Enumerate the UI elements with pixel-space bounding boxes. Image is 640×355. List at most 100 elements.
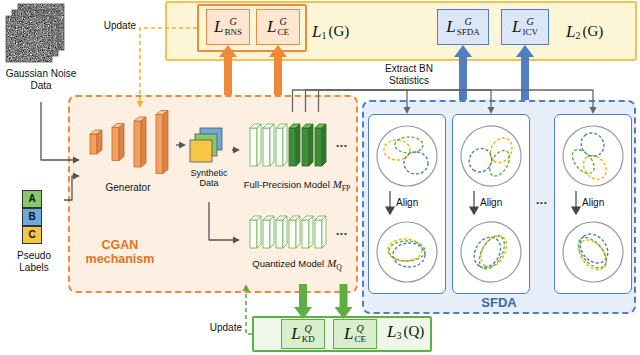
loss-term-box: LGSFDA (437, 9, 489, 45)
loss-superscript: G (277, 17, 289, 27)
arrowhead (269, 45, 287, 57)
arrowhead (233, 147, 240, 154)
quantized-layers-part (315, 220, 322, 248)
block-arrow-shaft (274, 56, 282, 95)
text-holder: Align (582, 197, 628, 209)
full-precision-layers-part-part (322, 124, 326, 166)
text-holder: Pseudo Labels (4, 250, 64, 273)
quantized-layers-part (276, 220, 283, 248)
loss-symbol: L (512, 17, 521, 37)
loss-term-box: LGBNS (206, 9, 250, 45)
connector (454, 45, 472, 100)
script-stack: QCE (354, 324, 366, 344)
script-stack: GICV (522, 17, 538, 37)
connector (209, 202, 240, 244)
distribution-circles-part (450, 211, 532, 293)
distribution-circles-part (377, 126, 437, 186)
loss-superscript: G (224, 17, 242, 27)
block-arrow-shaft (521, 56, 529, 100)
full-precision-layers-part-part (250, 128, 257, 166)
connector (306, 90, 495, 114)
loss-argument: (G) (328, 23, 349, 40)
arrowhead (73, 173, 80, 180)
text-holder: Quantized ModelMQ (240, 257, 354, 270)
connector (64, 173, 80, 201)
text-holder: Synthetic Data (186, 168, 232, 189)
text-holder: Generator (80, 182, 176, 194)
model-name: Quantized Model (252, 258, 324, 269)
script-stack: GBNS (224, 17, 242, 37)
loss-superscript: Q (354, 324, 366, 334)
loss-subscript: ICV (522, 28, 538, 37)
align-arrows (386, 191, 580, 214)
node-label: Synthetic Data (186, 168, 232, 189)
loss-index: 2 (575, 30, 580, 42)
model-subscript: FP (342, 184, 350, 193)
quantized-layers-part (309, 216, 313, 248)
connector (176, 142, 186, 149)
node-label: Pseudo Labels (4, 250, 64, 273)
arrowhead (404, 107, 411, 114)
connector-line (293, 90, 408, 112)
loss-superscript: G (522, 17, 538, 27)
quantized-layers-part (322, 216, 326, 248)
text-holder: LQCE (334, 320, 376, 348)
quantized-layers-part (270, 216, 274, 248)
loss-symbol: L (387, 322, 396, 342)
loss-term-box: LGCE (256, 9, 300, 45)
arrowhead (488, 107, 495, 114)
full-precision-layers-part-part (263, 128, 270, 166)
noise-images (6, 4, 64, 62)
loss-symbol: L (214, 17, 223, 37)
connector (319, 90, 597, 114)
loss-term-box: LQKD (281, 319, 325, 349)
full-precision-layers-part-part (315, 128, 322, 166)
quantized-layers-part (302, 220, 309, 248)
text-holder: SFDA (362, 296, 636, 311)
loss-argument: (G) (582, 23, 603, 40)
text-holder: C (23, 227, 41, 243)
label-square: B (22, 208, 42, 226)
loss-band: L2(G)L1(G)LGBNSLGCELGSFDALGICV (165, 1, 637, 61)
connector (219, 45, 237, 95)
model-name: Full-Precision Model (244, 179, 330, 190)
quantized-layers-part (289, 220, 296, 248)
model-symbol: M (327, 257, 336, 269)
loss-symbol: L (446, 17, 455, 37)
text-holder: LQKD (282, 320, 324, 348)
text-holder: L2(G) (566, 22, 626, 42)
connector-line (41, 102, 74, 160)
arrowhead (219, 45, 237, 57)
noise-images-part (6, 16, 52, 62)
generator-layers-part (97, 130, 102, 154)
distribution-circles (377, 114, 635, 295)
connector-line (319, 90, 594, 112)
annotation: Extract BN Statistics (366, 63, 452, 86)
connector (41, 102, 80, 164)
block-arrow-shaft (459, 56, 467, 100)
text-holder: CGAN mechanism (78, 238, 162, 267)
loss-formula: L1(G) (312, 22, 349, 42)
arrowhead (294, 307, 312, 319)
synthetic-images (190, 128, 222, 162)
block-arrow-shaft (340, 284, 348, 308)
loss-symbol: L (291, 324, 300, 344)
loss-subscript: CE (277, 28, 289, 37)
full-precision-layers-part-part (289, 128, 296, 166)
quantized-layers (250, 216, 326, 248)
arrowhead (516, 45, 534, 57)
arrowhead (73, 157, 80, 164)
loss-term-box: LQCE (333, 319, 377, 349)
connector (232, 147, 240, 154)
synthetic-images-part (190, 140, 212, 162)
arrowhead (454, 45, 472, 57)
text-holder: L3(Q) (387, 322, 431, 342)
loss-symbol: L (566, 22, 575, 42)
align-arrows-part (470, 207, 478, 214)
loss-group-box: L3(Q)LQKDLQCE (252, 316, 432, 352)
full-precision-layers-part-part (257, 124, 261, 166)
align-arrows-part (389, 191, 390, 208)
cgan-region: CGAN mechanism Generator Synthetic DataFul… (68, 95, 358, 293)
